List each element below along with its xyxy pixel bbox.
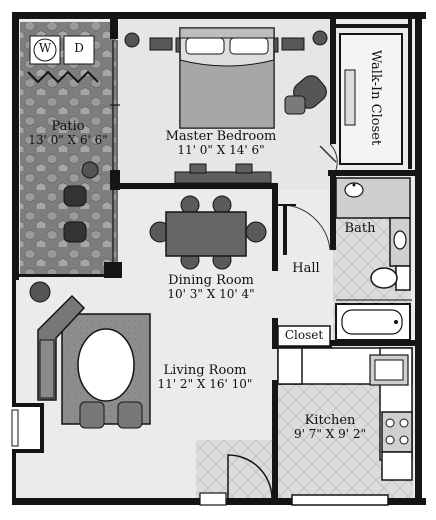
room-label-patio: Patio 13' 0" X 6' 6": [28, 119, 108, 147]
bedroom-chair: [284, 75, 327, 115]
room-label-living-room: Living Room 11' 2" X 16' 10": [157, 363, 253, 391]
stove: [381, 411, 413, 453]
patio-chairs: [63, 161, 99, 243]
refrigerator: [381, 451, 413, 481]
dresser: [174, 163, 272, 184]
living-window: [11, 409, 19, 447]
coffee-table: [77, 328, 135, 402]
room-label-walk-in-closet: Walk-In Closet: [367, 49, 383, 146]
toilet: [370, 265, 411, 291]
room-label-kitchen: Kitchen 9' 7" X 9' 2": [294, 413, 366, 441]
dining-set: [149, 195, 267, 270]
entry-sidelight: [199, 492, 227, 506]
closet-box: [277, 325, 331, 347]
patio-wall: [16, 19, 122, 278]
bath-door-swing[interactable]: [284, 204, 331, 251]
entry-floor: [196, 440, 272, 500]
zigzag-divider: [27, 70, 99, 84]
nightstands: [149, 37, 305, 53]
closet-door-swing[interactable]: [329, 143, 338, 171]
exterior-notch: [14, 405, 44, 450]
entry-door[interactable]: [227, 454, 273, 499]
kitchen-window: [291, 494, 389, 506]
room-label-master-bedroom: Master Bedroom 11' 0" X 14' 6": [165, 129, 277, 157]
patio-slider-door[interactable]: [110, 40, 120, 262]
room-label-dining-room: Dining Room 10' 3" X 10' 4": [167, 273, 255, 301]
bathtub: [335, 303, 411, 341]
room-label-bath: Bath: [344, 221, 376, 236]
dryer-label: D: [74, 41, 84, 55]
room-label-closet: Closet: [284, 328, 324, 342]
living-plant: [29, 281, 51, 303]
interior-walls: [118, 19, 418, 498]
sofa: [37, 294, 86, 401]
washer-label: W: [38, 41, 52, 55]
armchairs: [79, 401, 143, 429]
bedroom-plants: [124, 30, 328, 48]
room-label-hall: Hall: [292, 261, 320, 276]
bed: [179, 27, 275, 129]
bath-vanity: [335, 177, 411, 267]
walk-in-closet-shelving: [339, 33, 403, 165]
washer-dryer: [29, 35, 95, 65]
